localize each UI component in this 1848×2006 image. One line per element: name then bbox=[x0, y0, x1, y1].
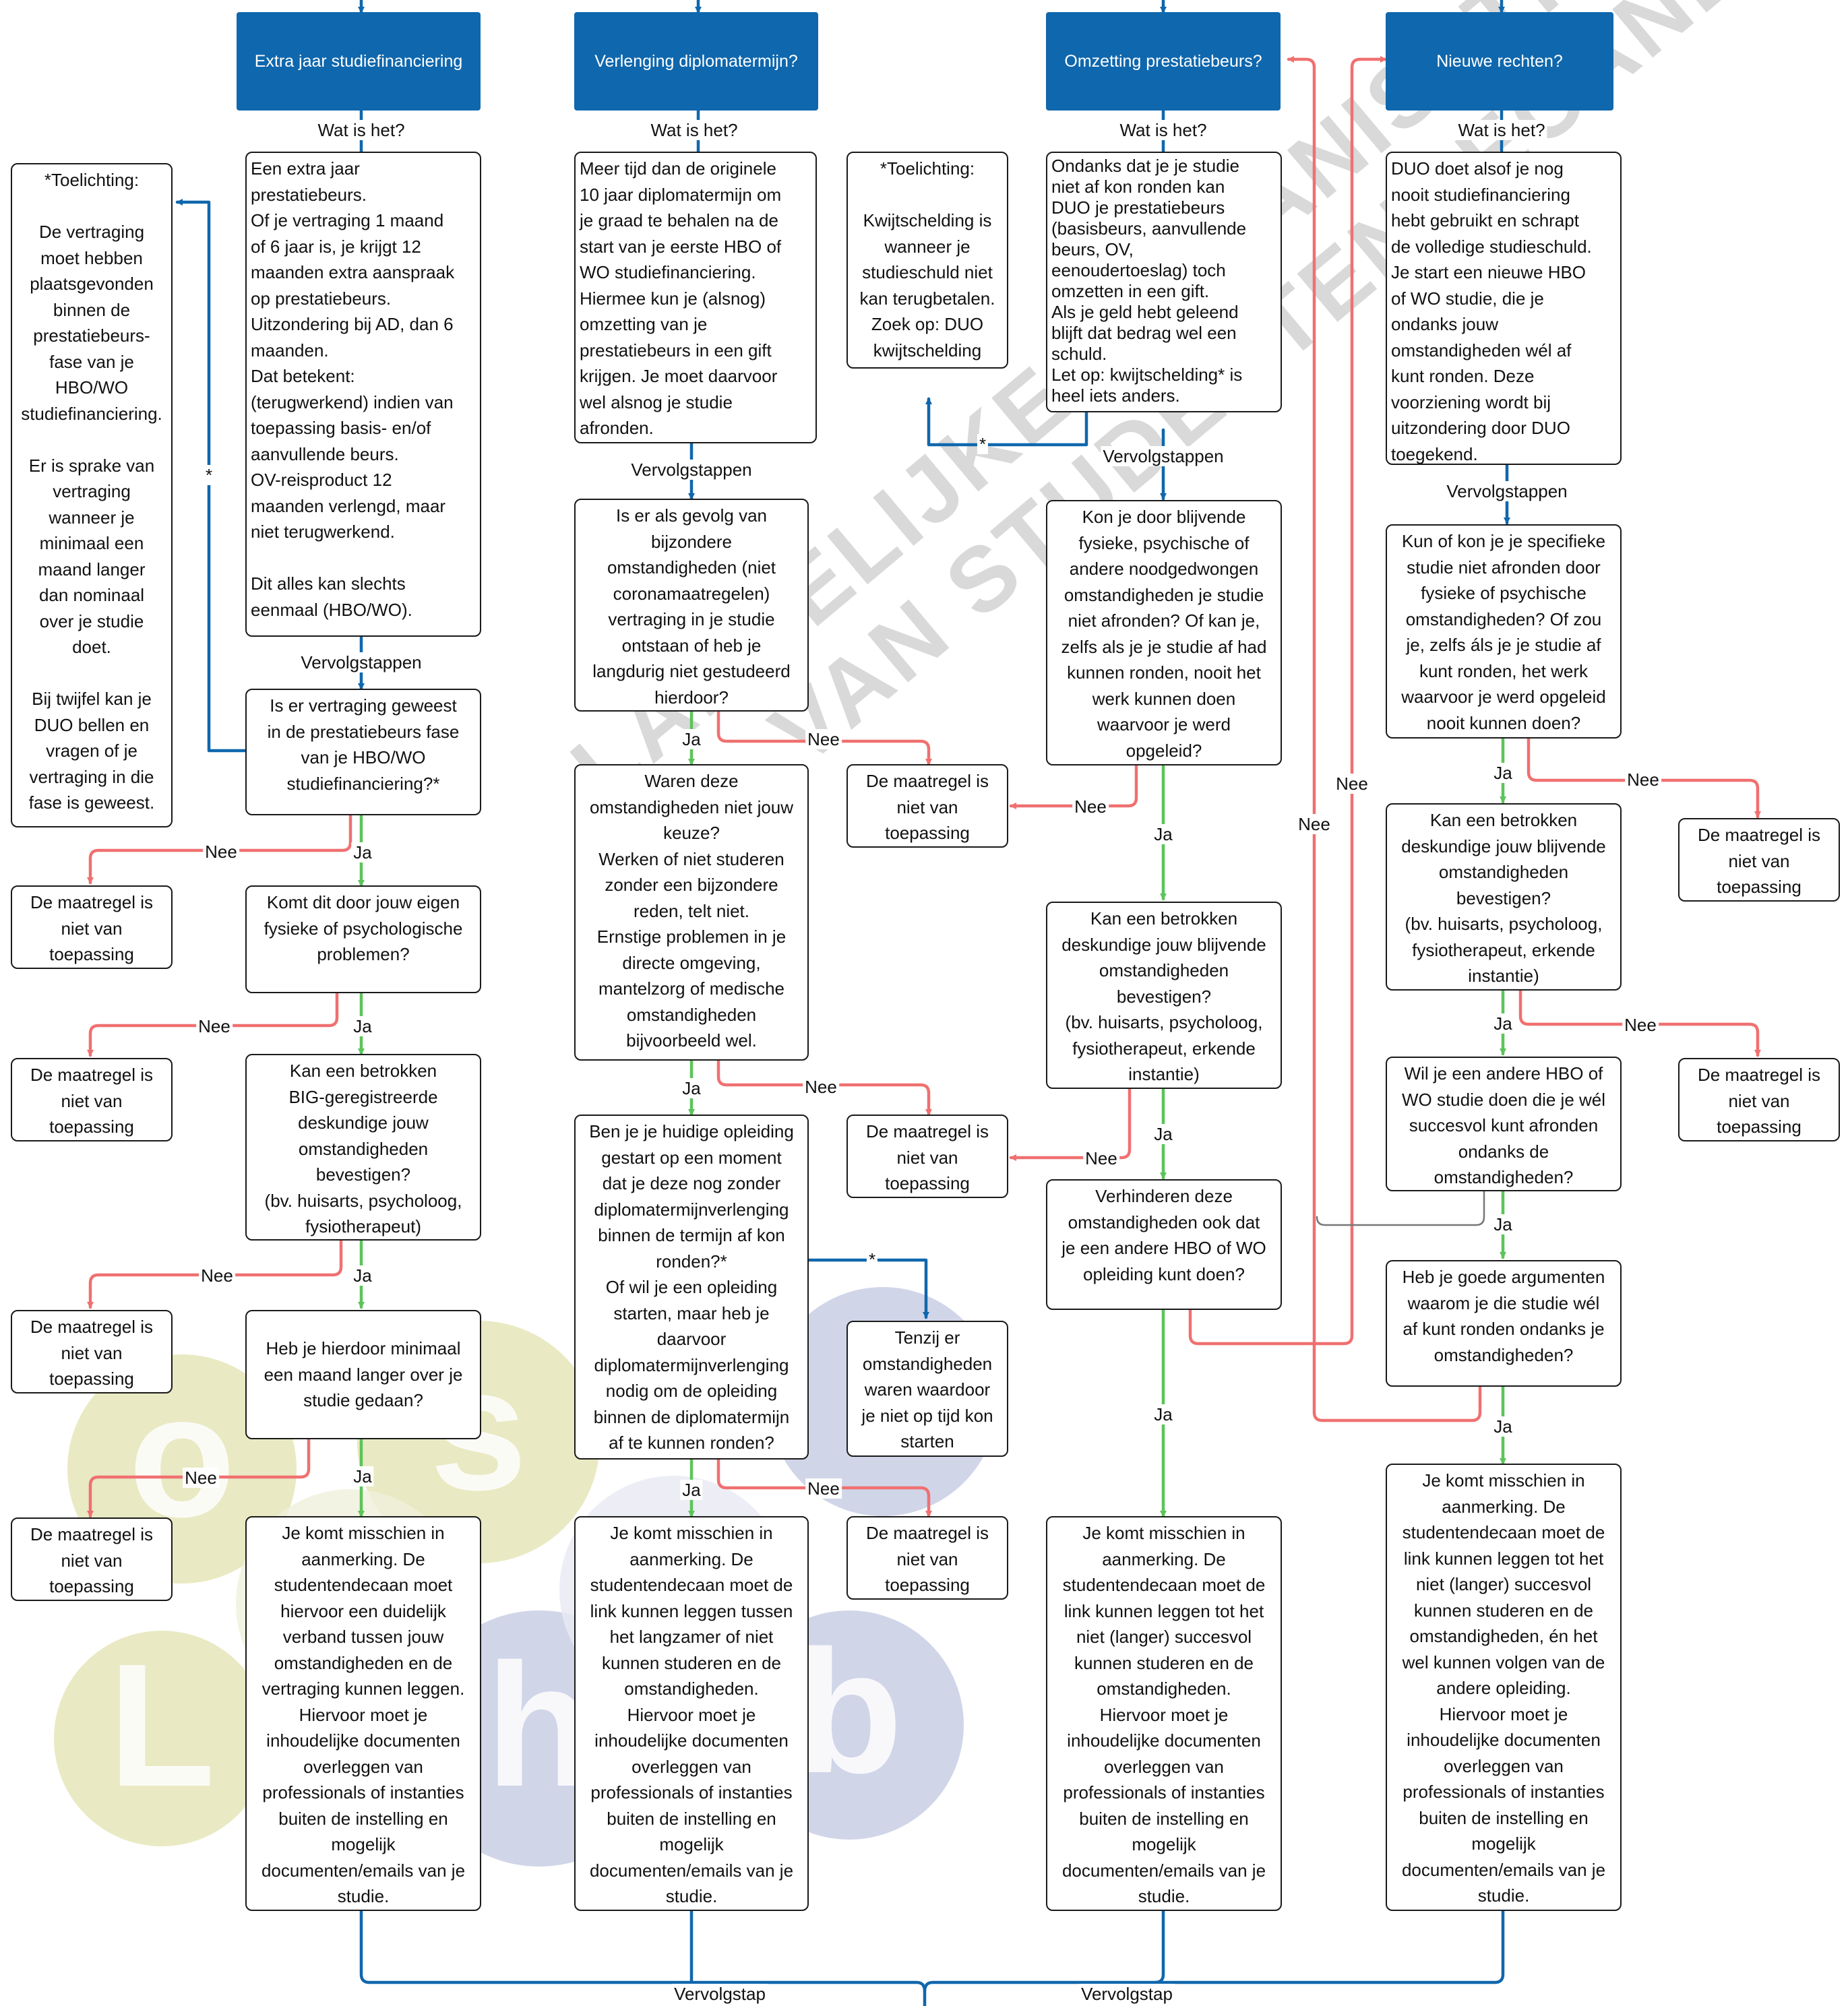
label-nee: Nee bbox=[1622, 1015, 1659, 1035]
label-nee: Nee bbox=[805, 1478, 842, 1499]
result-col3: Je komt misschien in aanmerking. De stud… bbox=[1046, 1516, 1282, 1911]
not-applicable-c2-1: De maatregel is niet van toepassing bbox=[846, 764, 1008, 848]
label-wat-col1: Wat is het? bbox=[315, 120, 407, 140]
not-applicable-c2-2: De maatregel is niet van toepassing bbox=[846, 1115, 1008, 1198]
label-star: * bbox=[866, 1249, 878, 1270]
not-applicable-c1-2: De maatregel is niet van toepassing bbox=[11, 1058, 173, 1141]
label-nee: Nee bbox=[803, 1077, 839, 1097]
toelichting-col3: *Toelichting: Kwijtschelding is wanneer … bbox=[846, 152, 1008, 369]
logo-letter-b: b bbox=[796, 1615, 903, 1810]
result-col4: Je komt misschien in aanmerking. De stud… bbox=[1386, 1464, 1622, 1911]
not-applicable-c4-2: De maatregel is niet van toepassing bbox=[1678, 1058, 1840, 1141]
wat-text-col4: DUO doet alsof je nog nooit studiefinanc… bbox=[1386, 152, 1622, 465]
label-ja: Ja bbox=[351, 1265, 374, 1286]
label-nee: Nee bbox=[196, 1016, 233, 1036]
label-vervolgstappen-col2: Vervolgstappen bbox=[629, 460, 754, 480]
label-ja: Ja bbox=[680, 729, 703, 749]
header-nieuwe-rechten[interactable]: Nieuwe rechten? bbox=[1386, 12, 1613, 111]
question-maand-langer: Heb je hierdoor minimaal een maand lange… bbox=[245, 1310, 481, 1439]
label-ja: Ja bbox=[1152, 1404, 1175, 1424]
question-bijzondere-omstandigheden: Is er als gevolg van bijzondere omstandi… bbox=[574, 499, 809, 712]
label-ja: Ja bbox=[680, 1480, 703, 1500]
result-col1: Je komt misschien in aanmerking. De stud… bbox=[245, 1516, 481, 1911]
label-nee: Nee bbox=[1083, 1148, 1119, 1168]
label-ja: Ja bbox=[351, 1466, 374, 1486]
wat-text-col2: Meer tijd dan de originele 10 jaar diplo… bbox=[574, 152, 817, 443]
label-vervolgstappen-col3: Vervolgstappen bbox=[1101, 446, 1226, 466]
question-big-deskundige: Kan een betrokken BIG-geregistreerde des… bbox=[245, 1054, 481, 1241]
label-ja: Ja bbox=[1491, 1214, 1514, 1234]
label-star: * bbox=[203, 465, 215, 485]
label-vervolgstap-left: Vervolgstap bbox=[672, 1984, 768, 2004]
toelichting-col1: *Toelichting: De vertraging moet hebben … bbox=[11, 163, 173, 827]
label-nee: Nee bbox=[1296, 814, 1332, 834]
not-applicable-c2-3: De maatregel is niet van toepassing bbox=[846, 1516, 1008, 1600]
label-ja: Ja bbox=[1491, 763, 1514, 783]
question-eigen-problemen: Komt dit door jouw eigen fysieke of psyc… bbox=[245, 885, 481, 993]
label-nee: Nee bbox=[1625, 770, 1661, 790]
not-applicable-c1-4: De maatregel is niet van toepassing bbox=[11, 1517, 173, 1601]
result-col2: Je komt misschien in aanmerking. De stud… bbox=[574, 1516, 809, 1911]
question-vertraging: Is er vertraging geweest in de prestatie… bbox=[245, 689, 481, 815]
question-andere-studie: Wil je een andere HBO of WO studie doen … bbox=[1386, 1057, 1622, 1191]
label-nee: Nee bbox=[203, 842, 239, 862]
question-deskundige-col4: Kan een betrokken deskundige jouw blijve… bbox=[1386, 803, 1622, 991]
question-blijvende-omstandigheden: Kon je door blijvende fysieke, psychisch… bbox=[1046, 500, 1282, 765]
question-opleiding-gestart: Ben je je huidige opleiding gestart op e… bbox=[574, 1115, 809, 1460]
not-applicable-c1-3: De maatregel is niet van toepassing bbox=[11, 1310, 173, 1393]
label-ja: Ja bbox=[1491, 1416, 1514, 1437]
label-vervolgstappen-col1: Vervolgstappen bbox=[299, 652, 424, 672]
grey-connector bbox=[1316, 1190, 1485, 1226]
label-nee: Nee bbox=[805, 729, 842, 749]
label-ja: Ja bbox=[1152, 1124, 1175, 1144]
label-nee: Nee bbox=[1072, 796, 1109, 817]
question-goede-argumenten: Heb je goede argumenten waarom je die st… bbox=[1386, 1260, 1622, 1387]
label-wat-col2: Wat is het? bbox=[648, 120, 740, 140]
question-specifieke-studie: Kun of kon je je specifieke studie niet … bbox=[1386, 524, 1622, 739]
label-ja: Ja bbox=[1491, 1013, 1514, 1034]
label-vervolgstappen-col4: Vervolgstappen bbox=[1444, 481, 1570, 501]
label-wat-col3: Wat is het? bbox=[1117, 120, 1209, 140]
question-andere-opleiding: Verhinderen deze omstandigheden ook dat … bbox=[1046, 1179, 1282, 1310]
wat-text-col1: Een extra jaar prestatiebeurs. Of je ver… bbox=[245, 152, 481, 637]
not-applicable-c4-1: De maatregel is niet van toepassing bbox=[1678, 818, 1840, 902]
label-nee: Nee bbox=[199, 1265, 235, 1286]
wat-text-col3: Ondanks dat je je studie niet af kon ron… bbox=[1046, 152, 1282, 412]
question-deskundige-col3: Kan een betrokken deskundige jouw blijve… bbox=[1046, 902, 1282, 1089]
header-omzetting[interactable]: Omzetting prestatiebeurs? bbox=[1046, 12, 1281, 111]
label-nee: Nee bbox=[183, 1468, 219, 1488]
label-wat-col4: Wat is het? bbox=[1456, 120, 1547, 140]
logo-letter-l: L bbox=[109, 1628, 216, 1823]
header-extra-jaar[interactable]: Extra jaar studiefinanciering bbox=[237, 12, 481, 111]
label-nee: Nee bbox=[1334, 774, 1370, 794]
label-ja: Ja bbox=[351, 842, 374, 863]
label-ja: Ja bbox=[680, 1078, 703, 1098]
question-niet-jouw-keuze: Waren deze omstandigheden niet jouw keuz… bbox=[574, 764, 809, 1061]
label-vervolgstap-right: Vervolgstap bbox=[1079, 1984, 1175, 2004]
label-ja: Ja bbox=[351, 1016, 374, 1036]
header-verlenging[interactable]: Verlenging diplomatermijn? bbox=[574, 12, 818, 111]
tenzij-note: Tenzij er omstandigheden waren waardoor … bbox=[846, 1321, 1008, 1457]
label-star: * bbox=[977, 434, 989, 454]
label-ja: Ja bbox=[1152, 824, 1175, 844]
not-applicable-c1-1: De maatregel is niet van toepassing bbox=[11, 885, 173, 969]
